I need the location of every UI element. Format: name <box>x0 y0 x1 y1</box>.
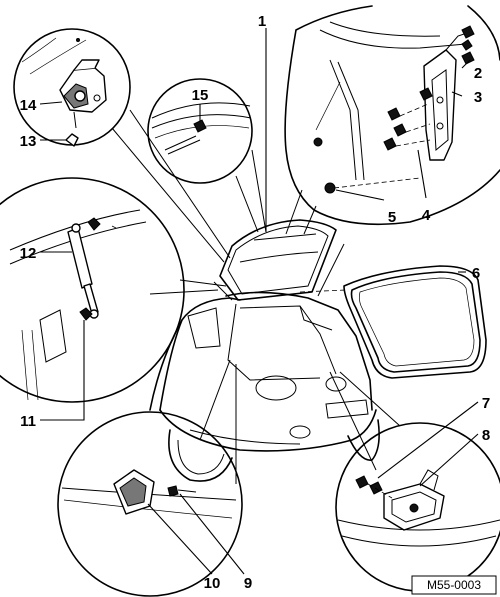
hinge-nut-part <box>324 182 336 194</box>
callout-7: 7 <box>482 395 490 412</box>
striker-bolt-part <box>355 475 369 489</box>
detail-circle-seal-clip <box>147 78 253 184</box>
buffer-screw-part <box>167 485 179 497</box>
reference-code: M55-0003 <box>427 578 481 592</box>
detail-circle-lock-striker <box>335 422 500 592</box>
leader-lines <box>39 28 479 575</box>
callout-10: 10 <box>204 575 221 592</box>
callout-9: 9 <box>244 575 252 592</box>
callout-4: 4 <box>422 207 431 224</box>
gas-strut-part <box>67 227 93 289</box>
detail-circle-hinge <box>284 5 500 226</box>
lock-bolt-part <box>65 133 79 147</box>
callout-5: 5 <box>388 209 396 226</box>
seal-clip-part <box>193 119 207 133</box>
reference-code-box: M55-0003 <box>411 575 497 595</box>
callout-12: 12 <box>20 245 37 262</box>
callout-3: 3 <box>474 89 482 106</box>
detail-circle-gas-strut <box>0 177 185 403</box>
callout-11: 11 <box>20 413 36 430</box>
callout-8: 8 <box>482 427 490 444</box>
callout-labels: 1 2 3 4 5 6 7 8 9 10 11 12 13 14 15 <box>20 13 491 592</box>
callout-13: 13 <box>20 133 37 150</box>
callout-15: 15 <box>192 87 209 104</box>
callout-6: 6 <box>472 265 480 282</box>
hinge-bolt-part <box>461 25 475 39</box>
detail-circle-buffer <box>57 411 243 597</box>
callout-2: 2 <box>474 65 482 82</box>
detail-circle-tailgate-lock <box>13 28 131 147</box>
tailgate-seal-ring <box>299 265 487 379</box>
car-body-illustration <box>149 219 380 482</box>
callout-1: 1 <box>258 13 266 30</box>
callout-14: 14 <box>20 97 37 114</box>
hinge-bracket-part <box>423 49 457 161</box>
